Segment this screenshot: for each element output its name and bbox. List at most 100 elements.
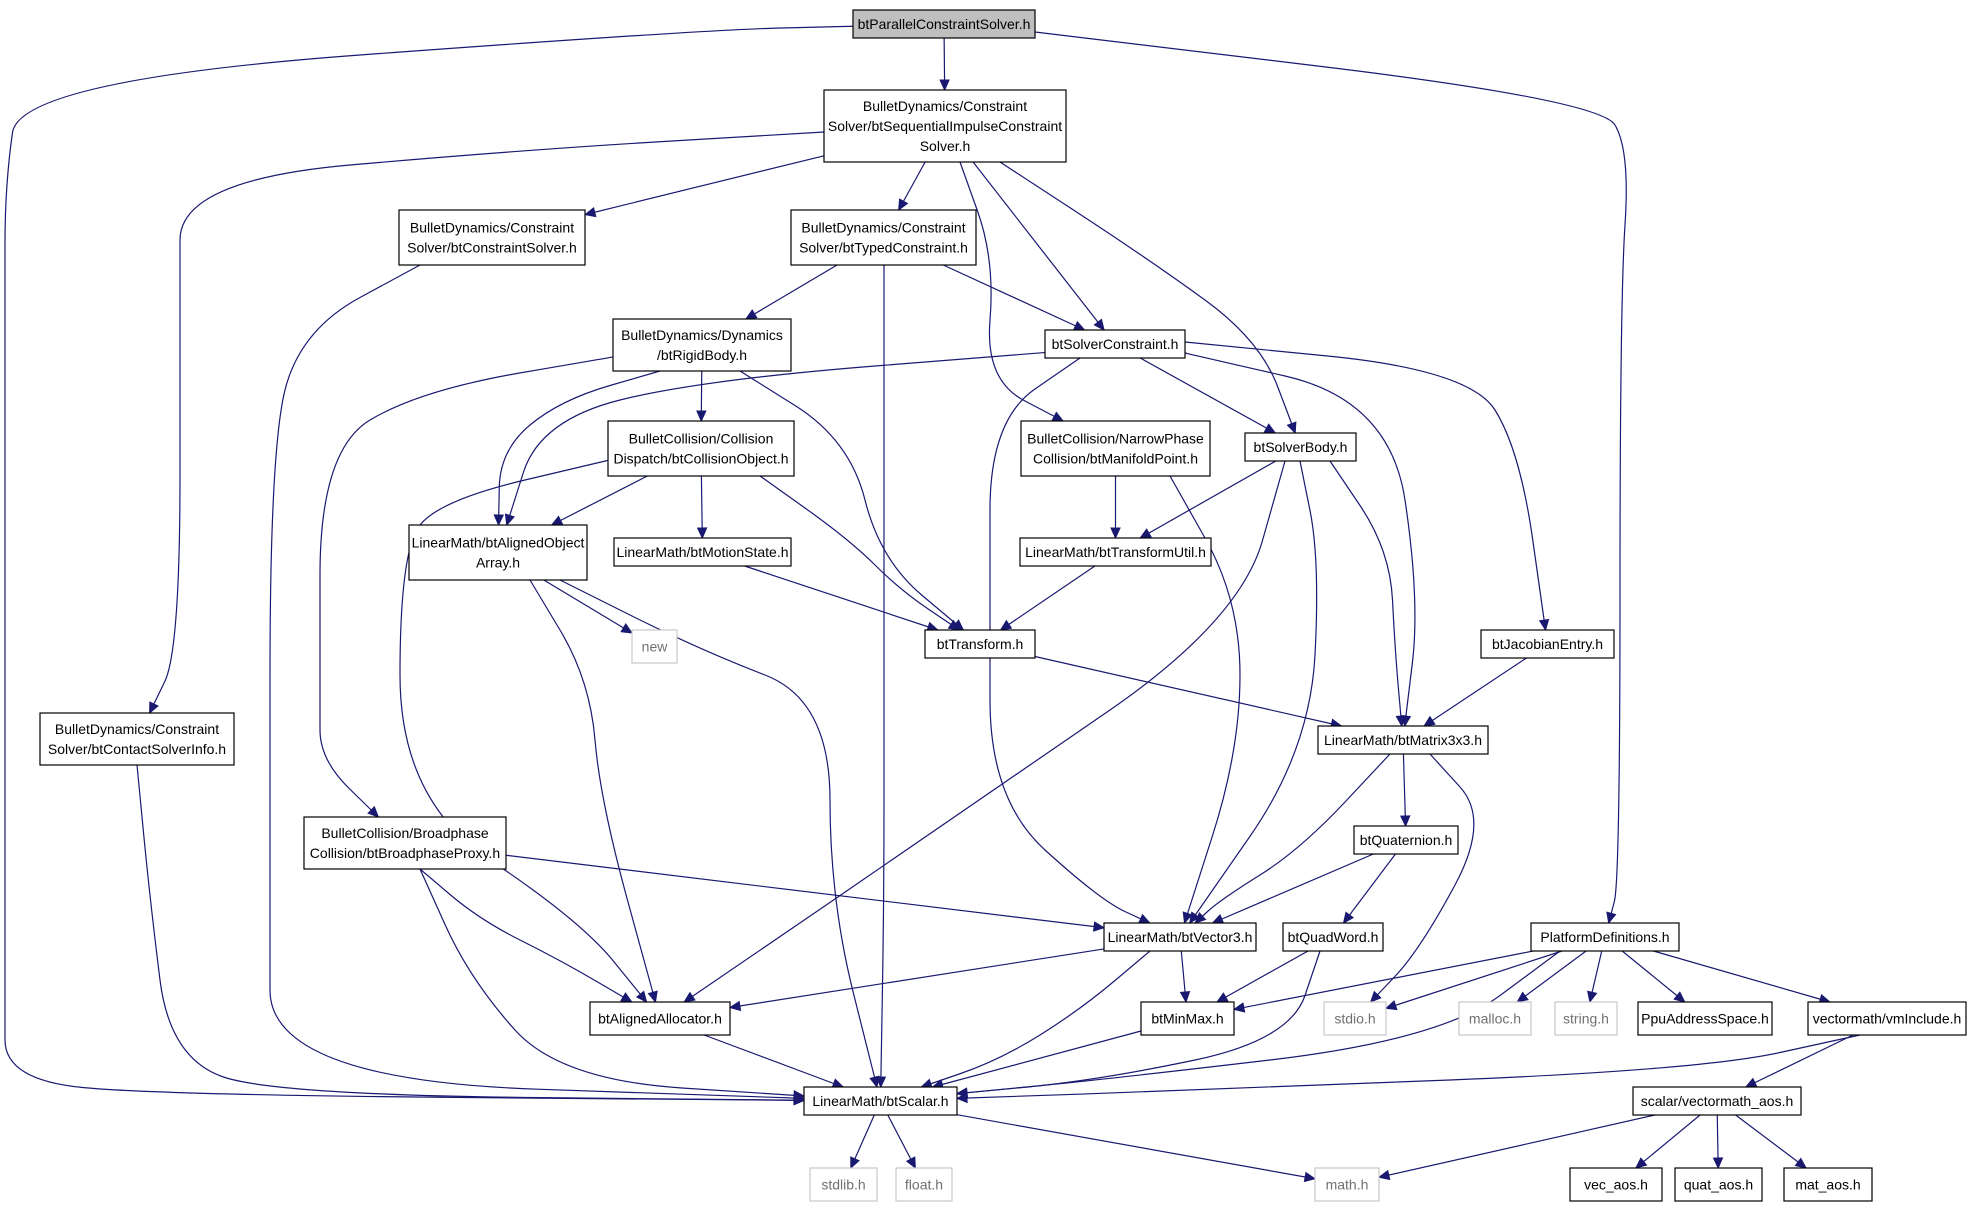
node-box-root (852, 9, 1036, 39)
arrowhead-matrix3x3-to-quaternion (1399, 815, 1411, 828)
node-alignedAllocator[interactable]: btAlignedAllocator.h (589, 1001, 731, 1036)
node-label-new-0: new (642, 639, 669, 655)
node-label-broadphaseProxy-1: Collision/btBroadphaseProxy.h (310, 845, 500, 861)
node-vmInclude[interactable]: vectormath/vmInclude.h (1807, 1001, 1967, 1036)
edge-quadWord-to-scalar (956, 950, 1321, 1095)
arrowhead-vectormathAos-to-matAos (1794, 1157, 1808, 1169)
edge-seqImpulse-to-constraintSolver (584, 155, 825, 216)
node-matrix3x3[interactable]: LinearMath/btMatrix3x3.h (1317, 725, 1489, 755)
node-box-malloc (1458, 1001, 1532, 1036)
node-box-stdlib (809, 1167, 878, 1202)
edge-broadphaseProxy-to-vector3 (505, 854, 1105, 929)
node-label-transform-0: btTransform.h (937, 636, 1024, 652)
node-label-alignedAllocator-0: btAlignedAllocator.h (598, 1011, 722, 1027)
node-label-transformUtil-0: LinearMath/btTransformUtil.h (1025, 544, 1206, 560)
node-transformUtil[interactable]: LinearMath/btTransformUtil.h (1019, 537, 1212, 567)
node-box-solverBody (1244, 432, 1357, 462)
arrowhead-collisionObject-to-alignedAllocator (635, 990, 648, 1003)
arrowhead-typedConstraint-to-solverConstraint (1072, 320, 1086, 331)
node-vecAos[interactable]: vec_aos.h (1569, 1167, 1663, 1202)
edge-platformDefs-to-stdio (1385, 950, 1563, 1009)
node-transform[interactable]: btTransform.h (924, 629, 1036, 659)
edge-seqImpulse-to-manifoldPoint (959, 161, 1064, 422)
node-label-typedConstraint-1: Solver/btTypedConstraint.h (799, 240, 968, 256)
node-label-constraintSolver-0: BulletDynamics/Constraint (410, 220, 574, 236)
node-label-stdlib-0: stdlib.h (821, 1177, 865, 1193)
node-label-motionState-0: LinearMath/btMotionState.h (617, 544, 789, 560)
node-ppuAddressSpace[interactable]: PpuAddressSpace.h (1637, 1001, 1773, 1036)
node-seqImpulse[interactable]: BulletDynamics/ConstraintSolver/btSequen… (823, 89, 1067, 163)
edge-jacobianEntry-to-matrix3x3 (1423, 657, 1527, 727)
edge-vectormathAos-to-vecAos (1635, 1114, 1701, 1169)
node-label-alignedObjectArray-1: Array.h (476, 555, 520, 571)
node-label-collisionObject-1: Dispatch/btCollisionObject.h (613, 451, 788, 467)
node-manifoldPoint[interactable]: BulletCollision/NarrowPhaseCollision/btM… (1020, 420, 1211, 477)
node-platformDefs[interactable]: PlatformDefinitions.h (1530, 922, 1680, 952)
dependency-edges (4, 25, 1861, 1183)
edge-scalar-to-math (956, 1114, 1316, 1180)
node-label-vector3-0: LinearMath/btVector3.h (1108, 929, 1253, 945)
edge-alignedObjectArray-to-scalar (559, 579, 878, 1088)
node-box-constraintSolver (398, 209, 586, 266)
node-solverConstraint[interactable]: btSolverConstraint.h (1044, 329, 1186, 359)
arrowhead-seqImpulse-to-solverBody (1286, 421, 1297, 435)
node-vectormathAos[interactable]: scalar/vectormath_aos.h (1632, 1086, 1802, 1116)
node-box-alignedAllocator (589, 1001, 731, 1036)
arrowhead-collisionObject-to-motionState (696, 527, 708, 540)
node-motionState[interactable]: LinearMath/btMotionState.h (613, 537, 792, 567)
node-string: string.h (1554, 1001, 1618, 1036)
node-label-root-0: btParallelConstraintSolver.h (858, 16, 1031, 32)
node-label-minMax-0: btMinMax.h (1151, 1011, 1223, 1027)
node-label-quadWord-0: btQuadWord.h (1288, 929, 1379, 945)
node-solverBody[interactable]: btSolverBody.h (1244, 432, 1357, 462)
edge-matrix3x3-to-vector3 (1194, 753, 1391, 924)
edge-typedConstraint-to-rigidBody (745, 264, 838, 320)
node-root[interactable]: btParallelConstraintSolver.h (852, 9, 1036, 39)
node-label-vecAos-0: vec_aos.h (1584, 1177, 1648, 1193)
edge-quadWord-to-minMax (1216, 950, 1309, 1003)
arrowhead-vectormathAos-to-quatAos (1712, 1157, 1724, 1170)
node-broadphaseProxy[interactable]: BulletCollision/BroadphaseCollision/btBr… (303, 816, 507, 870)
node-minMax[interactable]: btMinMax.h (1140, 1001, 1235, 1036)
node-label-math-0: math.h (1326, 1177, 1369, 1193)
arrowhead-seqImpulse-to-contactSolverInfo (149, 701, 159, 715)
node-label-alignedObjectArray-0: LinearMath/btAlignedObject (412, 535, 585, 551)
node-label-collisionObject-0: BulletCollision/Collision (629, 431, 774, 447)
edge-vectormathAos-to-matAos (1735, 1114, 1807, 1169)
node-quaternion[interactable]: btQuaternion.h (1353, 825, 1459, 855)
node-typedConstraint[interactable]: BulletDynamics/ConstraintSolver/btTypedC… (790, 209, 977, 266)
node-box-seqImpulse (823, 89, 1067, 163)
edge-collisionObject-to-alignedObjectArray (551, 475, 648, 526)
node-label-typedConstraint-0: BulletDynamics/Constraint (801, 220, 965, 236)
node-quadWord[interactable]: btQuadWord.h (1282, 922, 1384, 952)
arrowhead-seqImpulse-to-typedConstraint (898, 198, 909, 212)
arrowhead-matrix3x3-to-stdio (1369, 990, 1382, 1003)
node-matAos[interactable]: mat_aos.h (1783, 1167, 1873, 1202)
arrowhead-seqImpulse-to-manifoldPoint (1051, 411, 1065, 422)
node-box-matrix3x3 (1317, 725, 1489, 755)
node-box-minMax (1140, 1001, 1235, 1036)
node-collisionObject[interactable]: BulletCollision/CollisionDispatch/btColl… (607, 420, 795, 477)
node-box-ppuAddressSpace (1637, 1001, 1773, 1036)
node-quatAos[interactable]: quat_aos.h (1674, 1167, 1763, 1202)
node-label-broadphaseProxy-0: BulletCollision/Broadphase (321, 825, 489, 841)
edge-contactSolverInfo-to-scalar (136, 764, 805, 1101)
edge-vmInclude-to-vectormathAos (1745, 1034, 1854, 1088)
node-jacobianEntry[interactable]: btJacobianEntry.h (1480, 629, 1615, 659)
arrowhead-solverBody-to-matrix3x3 (1395, 715, 1407, 728)
arrowhead-broadphaseProxy-to-vector3 (1092, 921, 1106, 932)
node-label-seqImpulse-0: BulletDynamics/Constraint (863, 98, 1027, 114)
arrowhead-seqImpulse-to-solverConstraint (1093, 318, 1105, 331)
arrowhead-platformDefs-to-string (1587, 990, 1598, 1004)
node-label-seqImpulse-2: Solver.h (920, 138, 971, 154)
node-constraintSolver[interactable]: BulletDynamics/ConstraintSolver/btConstr… (398, 209, 586, 266)
edge-quaternion-to-quadWord (1343, 853, 1396, 924)
node-contactSolverInfo[interactable]: BulletDynamics/ConstraintSolver/btContac… (39, 712, 235, 766)
node-rigidBody[interactable]: BulletDynamics/Dynamics/btRigidBody.h (612, 318, 792, 372)
node-vector3[interactable]: LinearMath/btVector3.h (1103, 922, 1257, 952)
node-scalar[interactable]: LinearMath/btScalar.h (803, 1086, 958, 1116)
arrowhead-collisionObject-to-transform (947, 619, 961, 631)
arrowhead-rigidBody-to-collisionObject (696, 410, 707, 423)
edge-collisionObject-to-transform (759, 475, 960, 631)
